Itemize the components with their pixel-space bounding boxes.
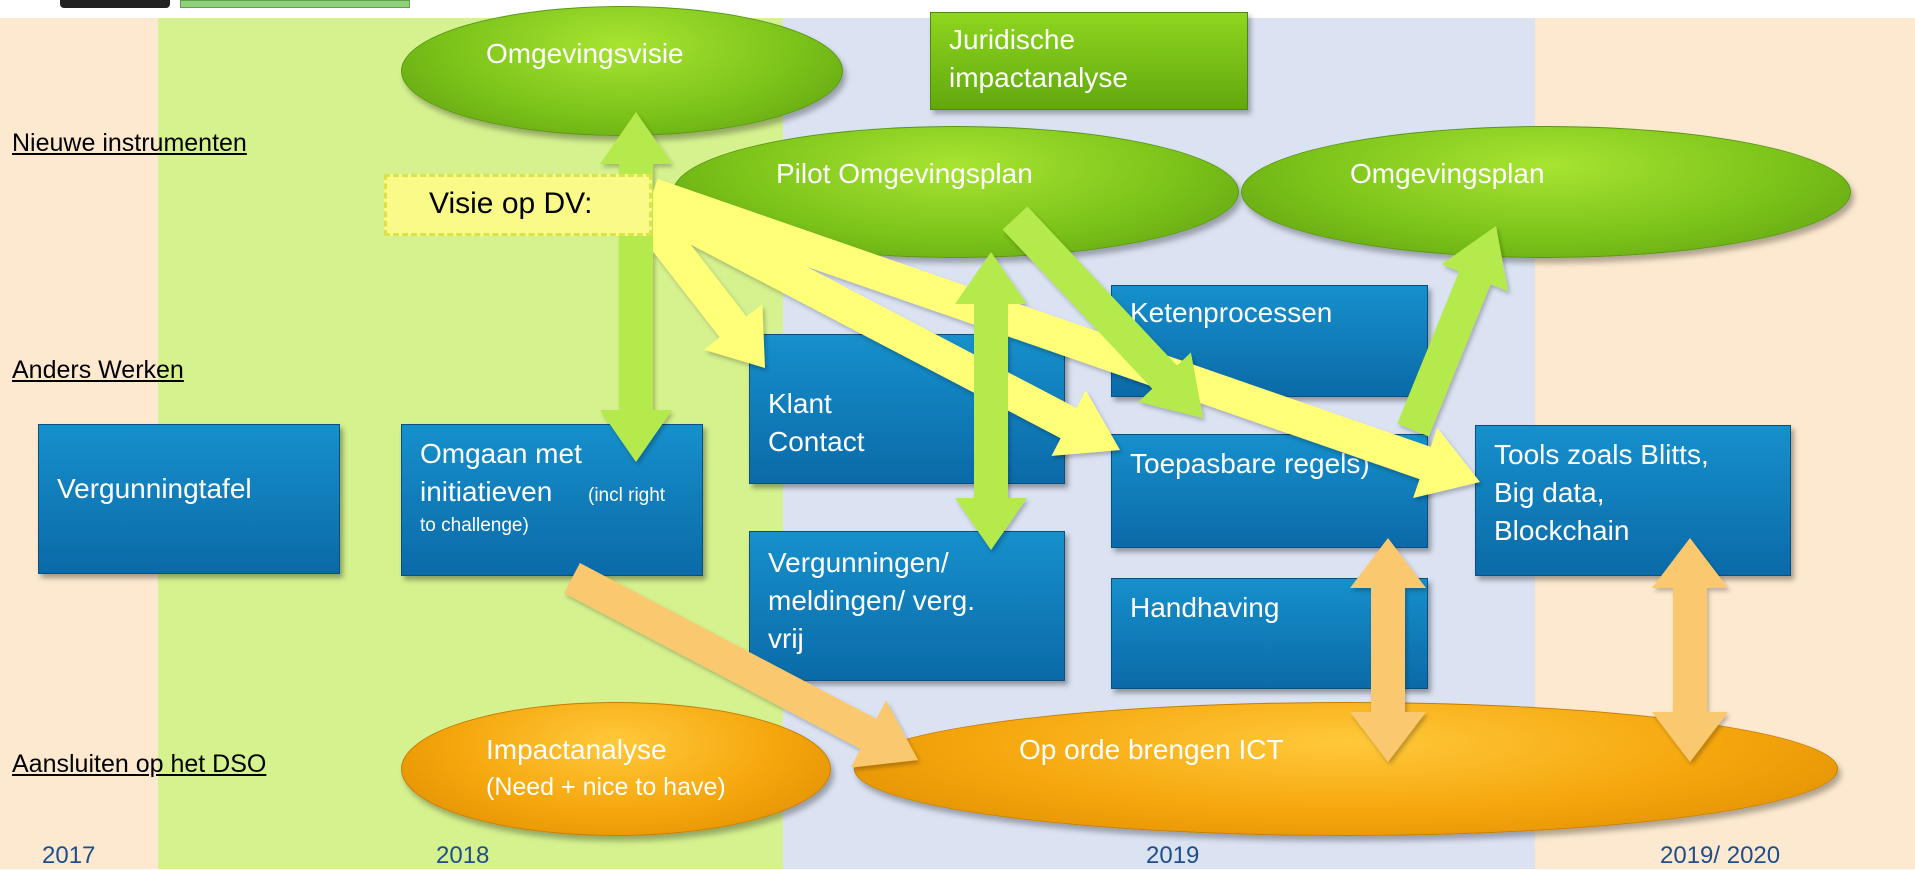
row-label-anders-werken: Anders Werken <box>12 356 184 384</box>
omgaan-small1: (incl right <box>588 485 666 506</box>
arrow-toepasbare-ict <box>1350 538 1426 762</box>
impactanalyse-line2: (Need + nice to have) <box>486 773 726 801</box>
toepasbare-label: Toepasbare regels) <box>1130 448 1370 479</box>
year-2019: 2019 <box>1146 842 1200 869</box>
omgaan-met-initiatieven-node: Omgaan met initiatieven (incl right to c… <box>401 424 703 576</box>
pilot-omgevingsplan-label: Pilot Omgevingsplan <box>776 158 1033 189</box>
row-label-nieuwe-instrumenten: Nieuwe instrumenten <box>12 129 247 157</box>
arrow-omgaan-to-ict <box>564 563 918 768</box>
vergunningen-node: Vergunningen/ meldingen/ verg. vrij <box>749 531 1065 681</box>
tools-line3: Blockchain <box>1494 515 1630 546</box>
vergunningen-line2: meldingen/ verg. <box>768 585 976 616</box>
arrow-pilot-to-toepasbare <box>1002 206 1203 418</box>
arrow-visie-to-klant-contact <box>636 209 765 368</box>
omgevingsplan-label: Omgevingsplan <box>1350 158 1545 189</box>
arrow-omgevingsvisie-omgaan <box>600 112 672 462</box>
handhaving-label: Handhaving <box>1130 592 1280 623</box>
year-2019-2020: 2019/ 2020 <box>1660 842 1781 869</box>
year-2017: 2017 <box>42 842 96 869</box>
logo <box>60 0 170 8</box>
impactanalyse-line1: Impactanalyse <box>486 734 667 765</box>
omgevingsvisie-label: Omgevingsvisie <box>486 38 684 69</box>
juridische-line1: Juridische <box>949 24 1076 55</box>
tools-line1: Tools zoals Blitts, <box>1494 439 1709 470</box>
juridische-impactanalyse-node: Juridische impactanalyse <box>930 12 1248 110</box>
tools-node: Tools zoals Blitts, Big data, Blockchain <box>1475 425 1791 576</box>
vergunningtafel-label: Vergunningtafel <box>57 473 252 504</box>
vergunningen-line1: Vergunningen/ <box>768 547 949 578</box>
logo-banner <box>180 0 410 8</box>
arrow-pilot-vergunningen <box>955 252 1027 550</box>
tools-line2: Big data, <box>1494 477 1605 508</box>
visie-op-dv-tag: Visie op DV: <box>384 174 652 236</box>
arrow-tools-ict <box>1652 538 1728 762</box>
omgaan-small2: to challenge) <box>420 515 529 536</box>
vergunningen-line3: vrij <box>768 623 804 654</box>
omgaan-line1: Omgaan met <box>420 438 582 469</box>
omgevingsplan-node: Omgevingsplan <box>1241 126 1851 258</box>
arrow-ketenprocessen-to-omgevingsplan <box>1397 226 1509 437</box>
impactanalyse-node: Impactanalyse (Need + nice to have) <box>401 702 831 836</box>
visie-op-dv-label: Visie op DV: <box>429 187 593 220</box>
row-label-aansluiten-dso: Aansluiten op het DSO <box>12 750 267 778</box>
juridische-line2: impactanalyse <box>949 62 1128 93</box>
op-orde-brengen-ict-label: Op orde brengen ICT <box>1019 734 1284 765</box>
ketenprocessen-label: Ketenprocessen <box>1130 297 1333 328</box>
arrow-visie-to-tools <box>646 178 1480 498</box>
year-2018: 2018 <box>436 842 490 869</box>
klant-line1: Klant <box>768 388 832 419</box>
vergunningtafel-node: Vergunningtafel <box>38 424 340 574</box>
klant-line2: Contact <box>768 426 865 457</box>
omgaan-line2: initiatieven <box>420 476 553 507</box>
